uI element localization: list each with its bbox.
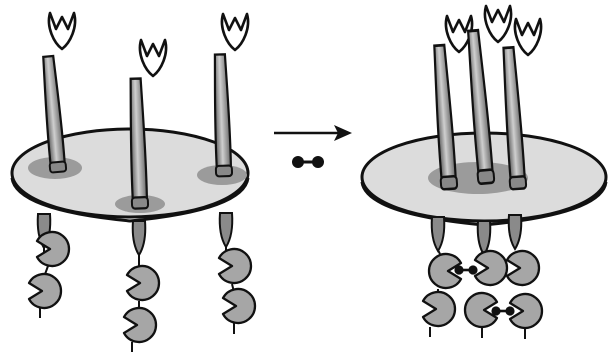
bound-ligand-icon <box>490 305 516 317</box>
kinase-domain-icon <box>125 264 161 302</box>
receptor-3 <box>210 12 257 334</box>
ligand-dumbbell-icon <box>292 156 324 168</box>
dimerized-kinase-domains <box>421 249 544 339</box>
kinase-domain-icon <box>508 292 544 330</box>
receptor-cluster <box>429 4 543 191</box>
right-panel-clustered <box>360 4 608 339</box>
kinase-domain-icon <box>217 247 253 285</box>
receptor-2 <box>122 38 168 352</box>
kinase-domain-icon <box>35 230 71 268</box>
receptor-head-icon <box>513 17 543 57</box>
kinase-domain-icon <box>122 306 158 344</box>
left-panel-unclustered <box>10 11 257 352</box>
receptor-head-icon <box>220 12 250 52</box>
receptor-head-icon <box>483 4 513 44</box>
bound-ligand-icon <box>453 264 479 276</box>
receptor-head-icon <box>47 11 77 51</box>
kinase-domain-icon <box>27 272 63 310</box>
kinase-domain-icon <box>421 290 457 328</box>
transition-arrow <box>274 125 352 141</box>
receptor-1 <box>27 11 77 318</box>
kinase-domain-icon <box>221 287 257 325</box>
kinase-domain-icon <box>505 249 541 287</box>
receptor-head-icon <box>138 38 168 78</box>
kinase-domain-icon <box>473 249 509 287</box>
